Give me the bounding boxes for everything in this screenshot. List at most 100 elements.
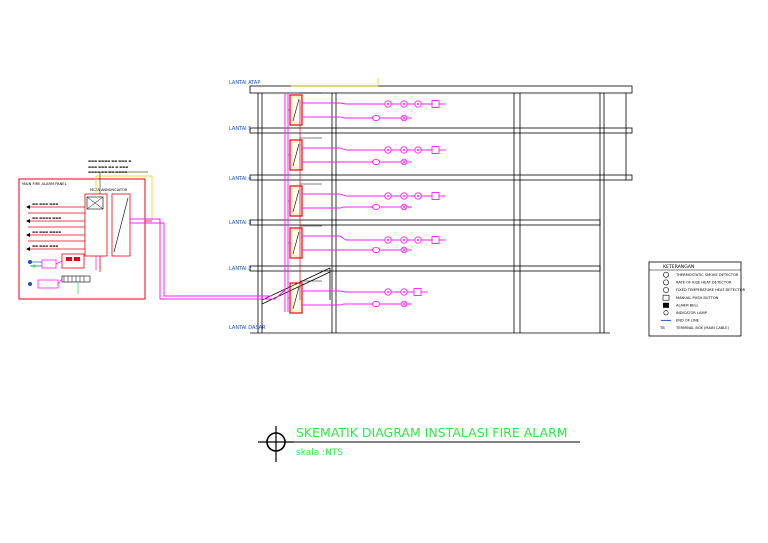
- floor-slab-2: [249, 265, 601, 272]
- floor-row-2: [288, 137, 446, 171]
- zone-panel-diagonal: [292, 98, 300, 122]
- detector-dot: [403, 239, 405, 241]
- svg-text:▬▬ ▬▬▬ ▬▬▬: ▬▬ ▬▬▬ ▬▬▬: [32, 202, 58, 206]
- zone-panel-diagonal: [292, 231, 300, 255]
- alarm-bell-icon: [372, 114, 380, 122]
- detector-dot: [387, 195, 389, 197]
- svg-text:▬▬ ▬▬▬ ▬▬▬: ▬▬ ▬▬▬ ▬▬▬: [32, 244, 58, 248]
- legend-item-label: ALARM BELL: [676, 303, 698, 307]
- floor-row-5: [288, 280, 428, 314]
- detector-loop: [302, 147, 440, 151]
- legend-items: THERMOSTATIC SMOKE DETECTOR RATE OF RISE …: [659, 271, 746, 330]
- panel-boundary: [18, 178, 146, 300]
- detector-loop: [302, 193, 440, 197]
- legend-item: MANUAL PUSH BUTTON: [662, 294, 719, 301]
- floor-label-2: LANTAI 2: [229, 266, 251, 272]
- alarm-bell-icon: [372, 158, 380, 166]
- alarm-loop: [302, 303, 412, 306]
- lamp-cross-b: [401, 115, 407, 121]
- legend-symbol-lamp-icon: [663, 310, 669, 316]
- zone-panel-diagonal: [292, 286, 300, 310]
- zone-panel-diagonal: [292, 189, 300, 213]
- floor-slab-4: [249, 174, 633, 181]
- legend-item-label: THERMOSTATIC SMOKE DETECTOR: [675, 273, 739, 277]
- legend-symbol-bell-icon: [663, 302, 669, 308]
- panel-to-building-cable: [130, 218, 286, 300]
- battery-box: [61, 253, 85, 269]
- diagram-scale: skala :NTS: [296, 448, 343, 458]
- legend-item-label: RATE OF RISE HEAT DETECTOR: [676, 281, 732, 285]
- floor-device-rows: [288, 92, 446, 314]
- floor-slab-5: [249, 127, 633, 134]
- detector-dot: [403, 103, 405, 105]
- alarm-bell-icon: [372, 203, 380, 211]
- lamp-cross-b: [401, 247, 407, 253]
- detector-dot: [387, 239, 389, 241]
- panel-box-main: [84, 193, 108, 257]
- floor-label-ground: LANTAI DASAR: [229, 325, 266, 331]
- lamp-cross-b: [401, 301, 407, 307]
- detector-dot: [417, 239, 419, 241]
- alarm-loop: [302, 116, 412, 119]
- legend-item-label: FIXED TEMPERATURE HEAT DETECTOR: [676, 288, 746, 292]
- lamp-cross-b: [401, 159, 407, 165]
- legend-item: FIXED TEMPERATURE HEAT DETECTOR: [663, 287, 746, 293]
- legend-symbol-push-button-icon: [662, 294, 670, 301]
- end-of-line-icon: [431, 192, 440, 200]
- roof-cable: [291, 78, 379, 87]
- legend-symbol-tb-icon: TB: [659, 326, 665, 330]
- panel-box-psu: [111, 193, 131, 257]
- legend-title: KETERANGAN: [663, 264, 694, 270]
- floor-row-1: [288, 92, 446, 126]
- legend-symbol-detector-icon: [663, 279, 669, 286]
- legend-symbol-detector-icon: [663, 287, 669, 293]
- zone-panel-diagonal: [292, 143, 300, 167]
- legend-item: ALARM BELL: [663, 302, 698, 308]
- detector-loop: [302, 235, 440, 241]
- legend: KETERANGAN THERMOSTATIC SMOKE DETECTOR RA…: [648, 261, 746, 337]
- legend-item: END OF LINE: [661, 319, 700, 323]
- lamp-cross-b: [401, 204, 407, 210]
- end-of-line-icon: [431, 100, 440, 108]
- legend-item-label: MANUAL PUSH BUTTON: [676, 296, 719, 300]
- legend-item-label: END OF LINE: [676, 319, 700, 323]
- legend-item: RATE OF RISE HEAT DETECTOR: [663, 279, 732, 286]
- alarm-bell-icon: [372, 300, 380, 308]
- legend-item-label: INDICATOR LAMP: [676, 311, 708, 315]
- end-of-line-icon: [413, 288, 422, 296]
- svg-text:▬▬▬ ▬▬▬ ▬▬ ▬ ▬▬▬: ▬▬▬ ▬▬▬ ▬▬ ▬ ▬▬▬: [88, 165, 128, 169]
- floor-label-4: LANTAI 4: [229, 176, 251, 182]
- floor-row-3: [288, 183, 446, 217]
- main-riser: [284, 93, 289, 312]
- roof-slab: [249, 85, 633, 94]
- end-of-line-icon: [431, 146, 440, 154]
- detector-dot: [403, 195, 405, 197]
- detector-dot: [417, 195, 419, 197]
- legend-item: INDICATOR LAMP: [663, 310, 708, 316]
- detector-dot: [417, 149, 419, 151]
- svg-text:▬▬▬▬ ▬▬ ▬▬ ▬▬▬▬: ▬▬▬▬ ▬▬ ▬▬ ▬▬▬▬: [88, 170, 127, 174]
- floor-label-roof: LANTAI ATAP: [229, 80, 260, 86]
- floor-slab-3: [249, 219, 601, 226]
- detector-dot: [387, 149, 389, 151]
- alarm-bell-icon: [372, 246, 380, 254]
- bell-box: [41, 259, 57, 269]
- detector-dot: [403, 149, 405, 151]
- legend-symbol-detector-icon: [663, 271, 669, 278]
- title-block: SKEMATIK DIAGRAM INSTALASI FIRE ALARM sk…: [258, 425, 580, 462]
- svg-text:▬▬ ▬▬▬ ▬▬▬▬: ▬▬ ▬▬▬ ▬▬▬▬: [32, 230, 61, 234]
- detector-loop: [302, 290, 422, 293]
- detector-dot: [417, 103, 419, 105]
- legend-item: THERMOSTATIC SMOKE DETECTOR: [663, 271, 739, 278]
- stair-flight-1: [261, 267, 331, 301]
- detector-loop: [302, 102, 440, 105]
- floor-label-3: LANTAI 3: [229, 220, 251, 226]
- panel-header: MCFA ANNUNCIATOR: [90, 188, 128, 192]
- diagram-title: SKEMATIK DIAGRAM INSTALASI FIRE ALARM: [296, 425, 568, 440]
- floor-row-4: [288, 225, 446, 259]
- legend-item: TB TERMINAL BOX (MAIN CABLE): [659, 326, 730, 330]
- relay-box: [37, 279, 59, 289]
- fire-alarm-panel: MAIN FIRE ALARM PANEL MCFA ANNUNCIATOR ▬…: [18, 159, 153, 300]
- legend-item-label: TERMINAL BOX (MAIN CABLE): [675, 326, 730, 330]
